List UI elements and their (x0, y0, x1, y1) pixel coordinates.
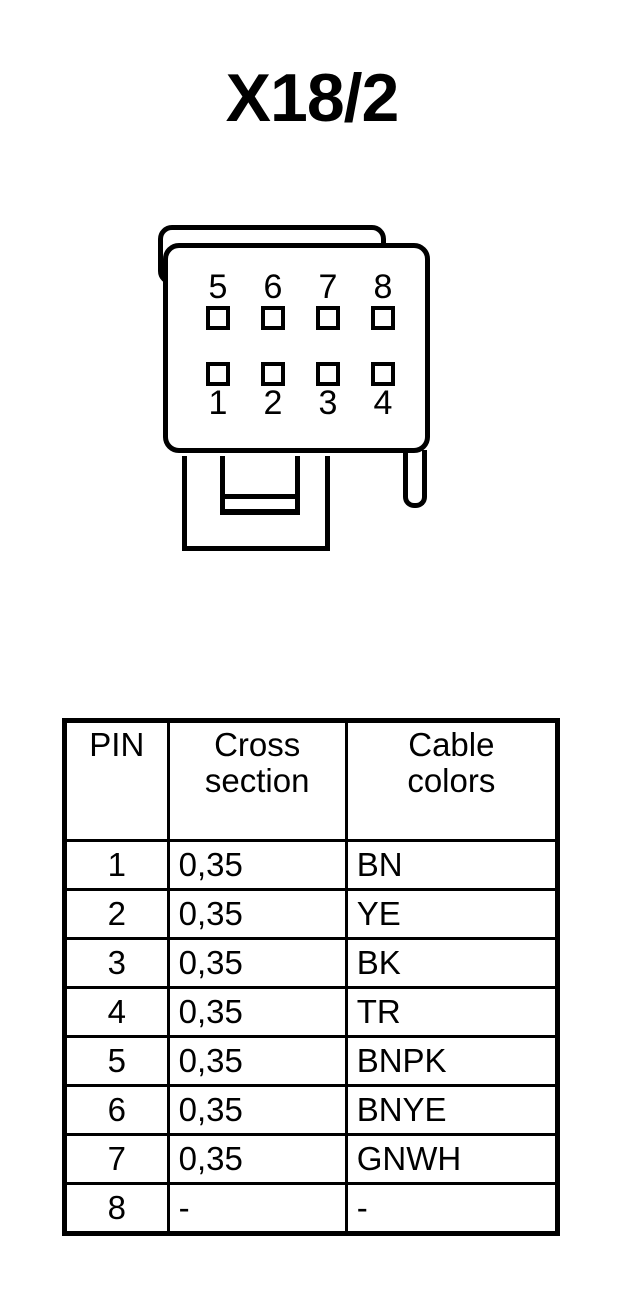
cell-pin: 7 (64, 1133, 170, 1185)
cell-pin: 6 (64, 1084, 170, 1136)
page-title: X18/2 (225, 60, 400, 136)
connector-cavity-8 (371, 306, 395, 330)
cell-cable-color: BK (344, 937, 558, 989)
connector-diagram: 5 1 6 2 7 3 (150, 218, 450, 568)
cell-pin: 3 (64, 937, 170, 989)
table-row: 8-- (64, 1182, 558, 1234)
connector-shroud-band-2 (220, 510, 300, 515)
connector-cavity-1 (206, 362, 230, 386)
connector-pin-label-3: 3 (318, 384, 338, 422)
connector-pin-grid: 5 1 6 2 7 3 (168, 248, 425, 448)
connector-pin-column-2: 6 2 (253, 270, 293, 422)
column-header-cross-section-line1: Cross (214, 726, 301, 763)
column-header-cable-colors-line1: Cable (408, 726, 495, 763)
connector-pin-column-4: 8 4 (363, 270, 403, 422)
cell-cross-section: 0,35 (166, 1133, 348, 1185)
cell-cable-color: YE (344, 888, 558, 940)
connector-cavity-3 (316, 362, 340, 386)
connector-pin-label-4: 4 (373, 384, 393, 422)
connector-pin-column-1: 5 1 (198, 270, 238, 422)
cell-cable-color: TR (344, 986, 558, 1038)
connector-cavity-2 (261, 362, 285, 386)
cell-pin: 8 (64, 1182, 170, 1234)
cell-pin: 1 (64, 839, 170, 891)
connector-cavity-7 (316, 306, 340, 330)
cell-cable-color: BN (344, 839, 558, 891)
connector-cavity-5 (206, 306, 230, 330)
cell-cross-section: 0,35 (166, 937, 348, 989)
column-header-cable-colors-line2: colors (407, 762, 496, 799)
cell-cable-color: GNWH (344, 1133, 558, 1185)
connector-pin-label-5: 5 (208, 268, 228, 306)
connector-pin-label-8: 8 (373, 268, 393, 306)
cell-pin: 2 (64, 888, 170, 940)
connector-pin-label-6: 6 (263, 268, 283, 306)
connector-cavity-6 (261, 306, 285, 330)
cell-pin: 5 (64, 1035, 170, 1087)
cell-cable-color: BNYE (344, 1084, 558, 1136)
cell-cross-section: 0,35 (166, 1035, 348, 1087)
connector-pin-label-2: 2 (263, 384, 283, 422)
column-header-cross-section-line2: section (204, 762, 310, 799)
connector-pin-label-1: 1 (208, 384, 228, 422)
connector-latch-finger (403, 450, 427, 508)
cell-cable-color: - (344, 1182, 558, 1234)
connector-cavity-4 (371, 362, 395, 386)
cell-cable-color: BNPK (344, 1035, 558, 1087)
connector-housing-front-plate: 5 1 6 2 7 3 (163, 243, 430, 453)
connector-pin-label-7: 7 (318, 268, 338, 306)
connector-shroud-inner (220, 456, 300, 514)
column-header-pin-label: PIN (89, 726, 145, 763)
column-header-cross-section: Cross section (166, 720, 348, 842)
connector-pin-column-3: 7 3 (308, 270, 348, 422)
cell-cross-section: 0,35 (166, 839, 348, 891)
connector-shroud-band-1 (220, 494, 300, 499)
cell-cross-section: - (166, 1182, 348, 1234)
cell-pin: 4 (64, 986, 170, 1038)
cell-cross-section: 0,35 (166, 986, 348, 1038)
cell-cross-section: 0,35 (166, 888, 348, 940)
column-header-pin: PIN (64, 720, 170, 842)
cell-cross-section: 0,35 (166, 1084, 348, 1136)
column-header-cable-colors: Cable colors (344, 720, 558, 842)
table-header-row: PIN Cross section Cable colors (64, 720, 558, 842)
